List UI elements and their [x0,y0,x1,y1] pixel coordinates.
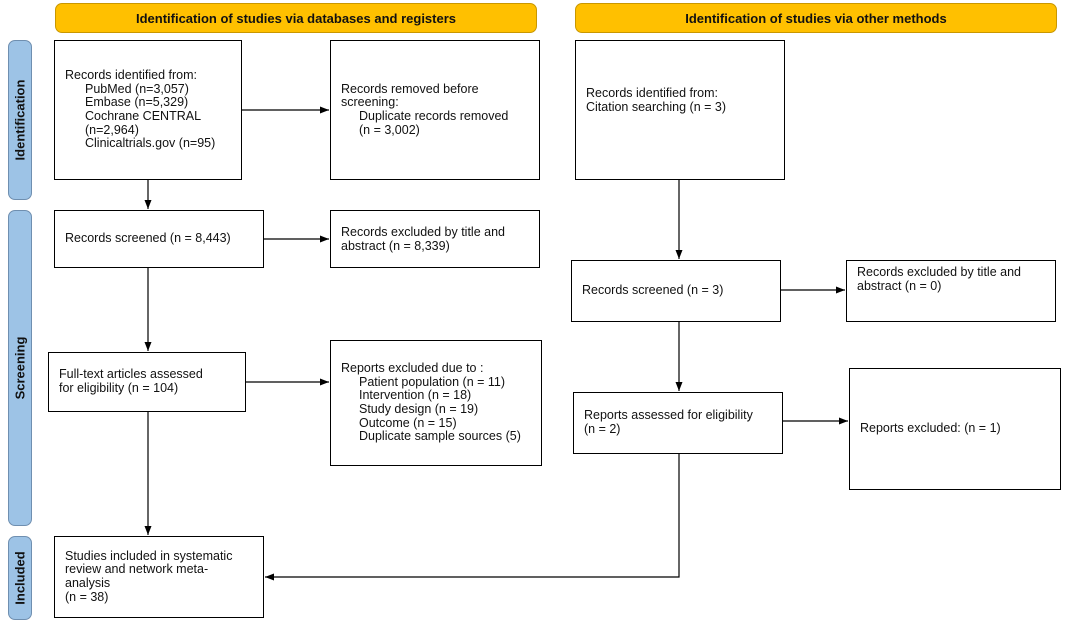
source-cochrane-count: (n=2,964) [85,122,139,137]
other-excluded-title-abstract-box: Records excluded by title and abstract (… [846,260,1056,322]
other-records-identified-line2: Citation searching (n = 3) [586,99,727,114]
other-records-identified-line1: Records identified from: [586,86,719,100]
arrow-assessed-to-included [265,454,680,581]
excluded-title-abstract-line1: Records excluded by title and [341,225,505,239]
reports-assessed-box: Reports assessed for eligibility (n = 2) [573,392,783,454]
other-reports-excluded-text: Reports excluded: (n = 1) [860,421,1001,436]
included-line3: analysis [65,576,111,590]
fulltext-line1: Full-text articles assessed [59,367,203,382]
records-removed-line3: Duplicate records removed [359,109,509,123]
reason-study-design: Study design (n = 19) [359,402,479,416]
excluded-title-abstract-box: Records excluded by title and abstract (… [330,210,540,268]
reason-patient-population: Patient population (n = 11) [359,374,506,389]
included-line2: review and network meta- [65,562,209,577]
source-clinicaltrials: Clinicaltrials.gov (n=95) [85,136,216,151]
records-removed-line4: (n = 3,002) [359,122,420,137]
included-line4: (n = 38) [65,589,109,604]
records-removed-box: Records removed before screening: Duplic… [330,40,540,180]
other-records-identified-box: Records identified from: Citation search… [575,40,785,180]
fulltext-box: Full-text articles assessed for eligibil… [48,352,246,412]
records-removed-line1: Records removed before [341,81,479,96]
records-screened-box: Records screened (n = 8,443) [54,210,264,268]
studies-included-box: Studies included in systematic review an… [54,536,264,618]
source-embase: Embase (n=5,329) [85,95,189,110]
records-screened-text: Records screened (n = 8,443) [65,231,231,246]
other-excluded-title-abstract-line1: Records excluded by title and [857,265,1021,279]
reports-assessed-line2: (n = 2) [584,422,621,436]
reports-excluded-box: Reports excluded due to : Patient popula… [330,340,542,466]
reports-assessed-line1: Reports assessed for eligibility [584,408,753,423]
phase-identification: Identification [8,40,32,200]
records-identified-box: Records identified from: PubMed (n=3,057… [54,40,242,180]
fulltext-line2: for eligibility (n = 104) [59,381,179,395]
other-excluded-title-abstract-line2: abstract (n = 0) [857,278,942,293]
reason-outcome: Outcome (n = 15) [359,415,457,430]
records-removed-line2: screening: [341,95,399,110]
other-records-screened-box: Records screened (n = 3) [571,260,781,322]
included-line1: Studies included in systematic [65,548,233,563]
reports-excluded-title: Reports excluded due to : [341,361,484,376]
excluded-title-abstract-line2: abstract (n = 8,339) [341,238,450,253]
header-databases: Identification of studies via databases … [55,3,537,33]
phase-included: Included [8,536,32,620]
header-other-methods: Identification of studies via other meth… [575,3,1057,33]
source-pubmed: PubMed (n=3,057) [85,81,189,96]
reason-duplicate-sources: Duplicate sample sources (5) [359,429,521,444]
reason-intervention: Intervention (n = 18) [359,388,472,403]
other-records-screened-text: Records screened (n = 3) [582,283,724,298]
records-identified-title: Records identified from: [65,68,198,83]
other-reports-excluded-box: Reports excluded: (n = 1) [849,368,1061,490]
phase-screening: Screening [8,210,32,526]
source-cochrane: Cochrane CENTRAL [85,109,202,123]
